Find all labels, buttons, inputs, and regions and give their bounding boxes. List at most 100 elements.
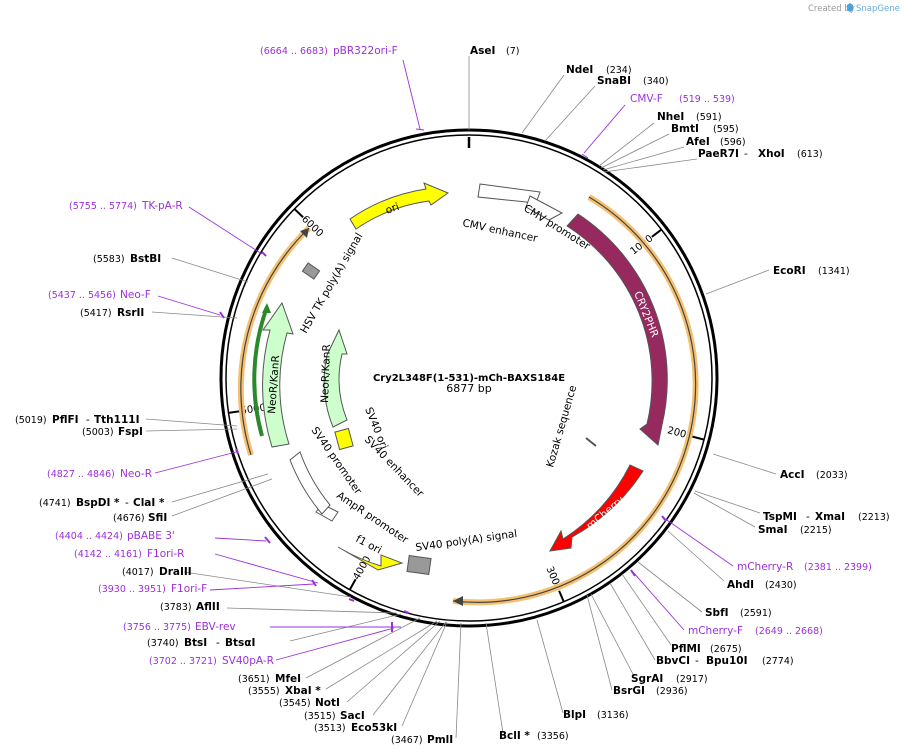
site-pflmi-name: PflMI [671,643,701,655]
f1ori-label: f1 ori [354,533,384,556]
site-leader-lines [145,56,777,739]
primer-mcherryf-name: mCherry-F [688,625,743,637]
site-btsi-name: BtsI [184,637,207,649]
primer-neor-pos: (4827 .. 4846) [47,469,115,480]
plasmid-length: 6877 bp [446,382,491,395]
site-nhei-pos: (591) [696,112,722,123]
site-sgrai-pos: (2917) [676,674,708,685]
site-noti-pos: (3545) [279,698,311,709]
site-blpi-pos: (3136) [597,710,629,721]
site-bbvci-pos: (2774) [762,656,794,667]
orf-arc-arrowhead [453,596,463,606]
cry2phr-arrow [566,213,668,446]
primer-mcherryr-pos: (2381 .. 2399) [804,562,872,573]
sv40-polya-box [406,554,432,576]
neokanr-outer-arrow [262,301,294,448]
scale-tick-label: 4000 [351,554,373,582]
cmv-promoter-arrow [525,195,564,221]
svg-text:-: - [216,637,220,649]
neokanr-outer-label: NeoR/KanR [266,355,282,414]
primer-neor-name: Neo-R [120,468,152,480]
mcherry-arrow [549,464,644,552]
site-snabi-name: SnaBI [597,75,631,87]
primer-tkpa-pos: (5755 .. 5774) [69,201,137,212]
site-ahdi-name: AhdI [727,579,754,591]
site-sfii-name: SfiI [148,512,167,524]
site-pflmi-pos: (2675) [710,644,742,655]
cmv-enhancer-label: CMV enhancer [461,217,539,245]
scale-tick-mark [228,410,241,414]
site-ahdi-pos: (2430) [765,580,797,591]
site-bsrgi-pos: (2936) [656,686,688,697]
primer-ebv-pos: (3756 .. 3775) [123,622,191,633]
site-xhoi-name: XhoI [758,148,785,160]
site-ecori-pos: (1341) [818,266,850,277]
primer-cmvf-name: CMV-F [630,93,663,105]
primer-pbabe-name: pBABE 3' [127,530,175,542]
site-btsai-name: BtsαI [225,637,255,649]
sv40-polya-label: SV40 poly(A) signal [415,528,518,554]
site-xbai-name: XbaI * [285,685,321,697]
site-bmti-pos: (595) [713,124,739,135]
primer-marks [219,251,667,632]
svg-text:-: - [744,148,748,160]
svg-text:-: - [86,414,90,426]
site-bbvci-name: BbvCI [656,655,690,667]
site-mfei-name: MfeI [275,673,301,685]
sv40-promoter-arrow [289,451,331,515]
sv40-ori-box [334,427,354,451]
primer-neof-name: Neo-F [120,289,151,301]
ori-label: ori [384,201,401,217]
site-bsrgi-name: BsrGI [613,685,645,697]
ampr-promoter-label: AmpR promoter [334,490,410,547]
primer-cmvf-pos: (519 .. 539) [679,94,735,105]
neo-primer-arrowhead [262,303,271,313]
site-xbai-pos: (3555) [248,686,280,697]
site-fspi-name: FspI [118,426,143,438]
site-pmli-name: PmlI [427,734,453,746]
primer-pbabe-pos: (4404 .. 4424) [55,531,123,542]
site-sgrai-name: SgrAI [631,673,663,685]
site-smai-pos: (2215) [800,525,832,536]
site-rsrii-pos: (5417) [80,308,112,319]
orf-arc-left-core [240,227,310,456]
credit-text: Created by [808,4,855,14]
site-paer7i-pos: (613) [797,149,823,160]
scale-tick-mark [692,435,705,441]
site-draiii-pos: (4017) [122,567,154,578]
mcherry-label: mCherry [584,494,626,532]
backbone-inner [225,134,713,622]
site-blpi-name: BlpI [563,709,586,721]
site-acci-name: AccI [780,469,804,481]
primer-mcherryf-pos: (2649 .. 2668) [755,626,823,637]
plasmid-name: Cry2L348F(1-531)-mCh-BAXS184E [373,373,565,384]
scale-tick-mark [348,578,357,591]
primer-sv40pa-name: SV40pA-R [222,655,274,667]
site-tspmi-name: TspMI [763,511,797,523]
site-snabi-pos: (340) [643,76,669,87]
site-bcli-name: BclI * [499,730,530,742]
site-sbfi-name: SbfI [705,607,729,619]
site-afiii-name: AflII [196,601,220,613]
site-saci-name: SacI [340,710,365,722]
primer-neof-pos: (5437 .. 5456) [48,290,116,301]
snapgene-logo-icon [847,3,853,12]
site-sbfi-pos: (2591) [740,608,772,619]
site-xmai-name: XmaI [815,511,845,523]
primer-f1orif-name: F1ori-F [171,583,207,595]
site-acci-pos: (2033) [816,470,848,481]
site-bspdi-pos: (4741) [39,498,71,509]
site-bstbi-pos: (5583) [93,254,125,265]
site-afei-pos: (596) [720,137,746,148]
site-pflfi-pos: (5019) [15,415,47,426]
site-sfii-pos: (4676) [113,513,145,524]
f1ori-arrow [337,546,404,571]
ori-arrow [349,182,450,230]
site-btsi-pos: (3740) [147,638,179,649]
orf-arc-main-core [452,196,697,603]
scale-tick-label: 5000 [240,403,267,418]
neo-primer-arc [252,306,269,437]
sv40-enhancer-label: SV40 enhancer [362,434,427,500]
site-rsrii-name: RsrII [117,307,144,319]
site-ndei-name: NdeI [566,64,593,76]
